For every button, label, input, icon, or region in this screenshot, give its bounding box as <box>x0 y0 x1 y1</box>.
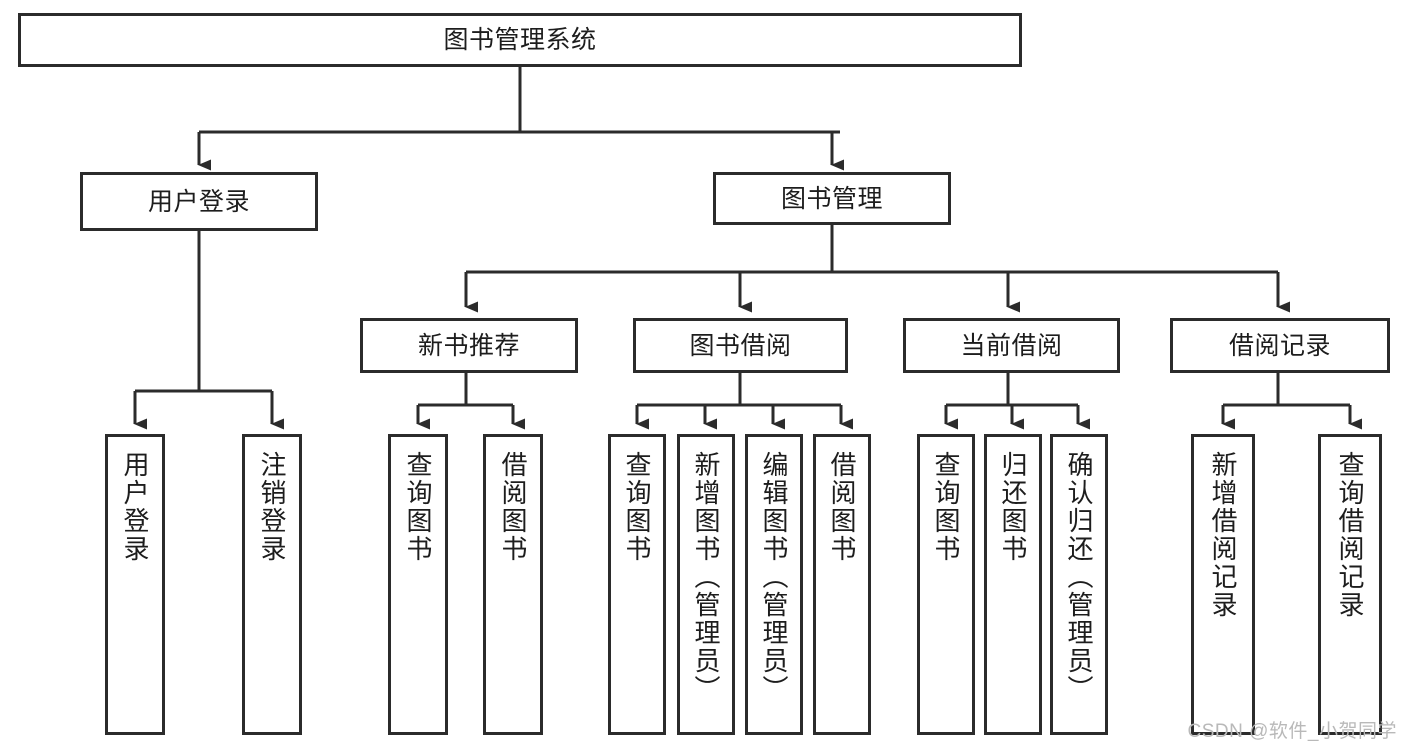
node-new-book-recommend[interactable]: 新书推荐 <box>360 318 578 373</box>
node-book-management-label: 图书管理 <box>780 184 883 213</box>
node-borrow-record-label: 借阅记录 <box>1228 331 1331 360</box>
node-book-management[interactable]: 图书管理 <box>713 172 951 225</box>
leaf-record-add-record[interactable]: 新增借阅记录 <box>1191 434 1255 735</box>
leaf-recommend-borrow-book[interactable]: 借阅图书 <box>483 434 543 735</box>
node-root[interactable]: 图书管理系统 <box>18 13 1022 67</box>
leaf-current-confirm-return-label: 确认归还（管理员） <box>1064 451 1094 703</box>
csdn-watermark: CSDN @软件_小贺同学 <box>1187 721 1397 742</box>
node-root-label: 图书管理系统 <box>443 26 597 54</box>
node-book-borrow[interactable]: 图书借阅 <box>633 318 848 373</box>
leaf-user-login-login-label: 用户登录 <box>120 451 150 563</box>
leaf-record-query-record-label: 查询借阅记录 <box>1335 451 1365 619</box>
leaf-current-confirm-return[interactable]: 确认归还（管理员） <box>1050 434 1108 735</box>
leaf-borrow-query-book[interactable]: 查询图书 <box>608 434 666 735</box>
leaf-current-return-book-label: 归还图书 <box>998 451 1028 563</box>
leaf-record-add-record-label: 新增借阅记录 <box>1208 451 1238 619</box>
node-user-login[interactable]: 用户登录 <box>80 172 318 231</box>
leaf-borrow-borrow-book-label: 借阅图书 <box>827 451 857 563</box>
leaf-current-query-book[interactable]: 查询图书 <box>917 434 975 735</box>
node-current-borrow-label: 当前借阅 <box>960 331 1063 360</box>
node-book-borrow-label: 图书借阅 <box>689 331 792 360</box>
node-new-book-recommend-label: 新书推荐 <box>417 331 520 360</box>
leaf-borrow-borrow-book[interactable]: 借阅图书 <box>813 434 871 735</box>
leaf-borrow-query-book-label: 查询图书 <box>622 451 652 563</box>
leaf-borrow-add-book[interactable]: 新增图书（管理员） <box>677 434 735 735</box>
node-current-borrow[interactable]: 当前借阅 <box>903 318 1120 373</box>
leaf-user-login-logout-label: 注销登录 <box>257 451 287 563</box>
leaf-current-query-book-label: 查询图书 <box>931 451 961 563</box>
leaf-recommend-borrow-book-label: 借阅图书 <box>498 451 528 563</box>
leaf-recommend-query-book[interactable]: 查询图书 <box>388 434 448 735</box>
leaf-borrow-add-book-label: 新增图书（管理员） <box>691 451 721 703</box>
leaf-recommend-query-book-label: 查询图书 <box>403 451 433 563</box>
leaf-user-login-login[interactable]: 用户登录 <box>105 434 165 735</box>
leaf-borrow-edit-book[interactable]: 编辑图书（管理员） <box>745 434 803 735</box>
leaf-user-login-logout[interactable]: 注销登录 <box>242 434 302 735</box>
leaf-current-return-book[interactable]: 归还图书 <box>984 434 1042 735</box>
leaf-record-query-record[interactable]: 查询借阅记录 <box>1318 434 1382 735</box>
node-user-login-label: 用户登录 <box>147 187 250 216</box>
leaf-borrow-edit-book-label: 编辑图书（管理员） <box>759 451 789 703</box>
node-borrow-record[interactable]: 借阅记录 <box>1170 318 1390 373</box>
